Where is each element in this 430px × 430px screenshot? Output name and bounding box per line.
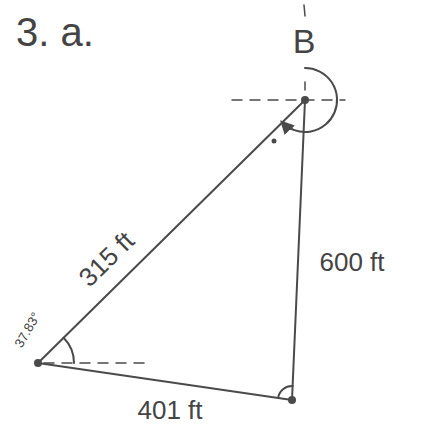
- reference-axis: [232, 99, 345, 101]
- bearing-arc: [282, 68, 337, 132]
- dimension-label: 600 ft: [317, 248, 386, 277]
- vertex-dot: [34, 359, 42, 367]
- dimension-label: 315 ft: [72, 225, 141, 294]
- angle-arc: [278, 386, 293, 398]
- vertex-dot: [301, 96, 309, 104]
- north-tick: [304, 5, 305, 16]
- angle-dot: [272, 139, 277, 144]
- vertex-dot: [288, 396, 296, 404]
- reference-axis: [304, 82, 306, 90]
- side-line: [292, 100, 305, 400]
- side-line: [38, 100, 305, 363]
- angle-arc: [64, 338, 74, 363]
- angle-label: 37.83°: [11, 308, 44, 351]
- reference-axis: [44, 362, 150, 364]
- side-line: [38, 363, 292, 400]
- problem-heading: 3. a.: [14, 10, 96, 54]
- vertex-label: B: [291, 23, 318, 60]
- dimension-label: 401 ft: [135, 396, 204, 425]
